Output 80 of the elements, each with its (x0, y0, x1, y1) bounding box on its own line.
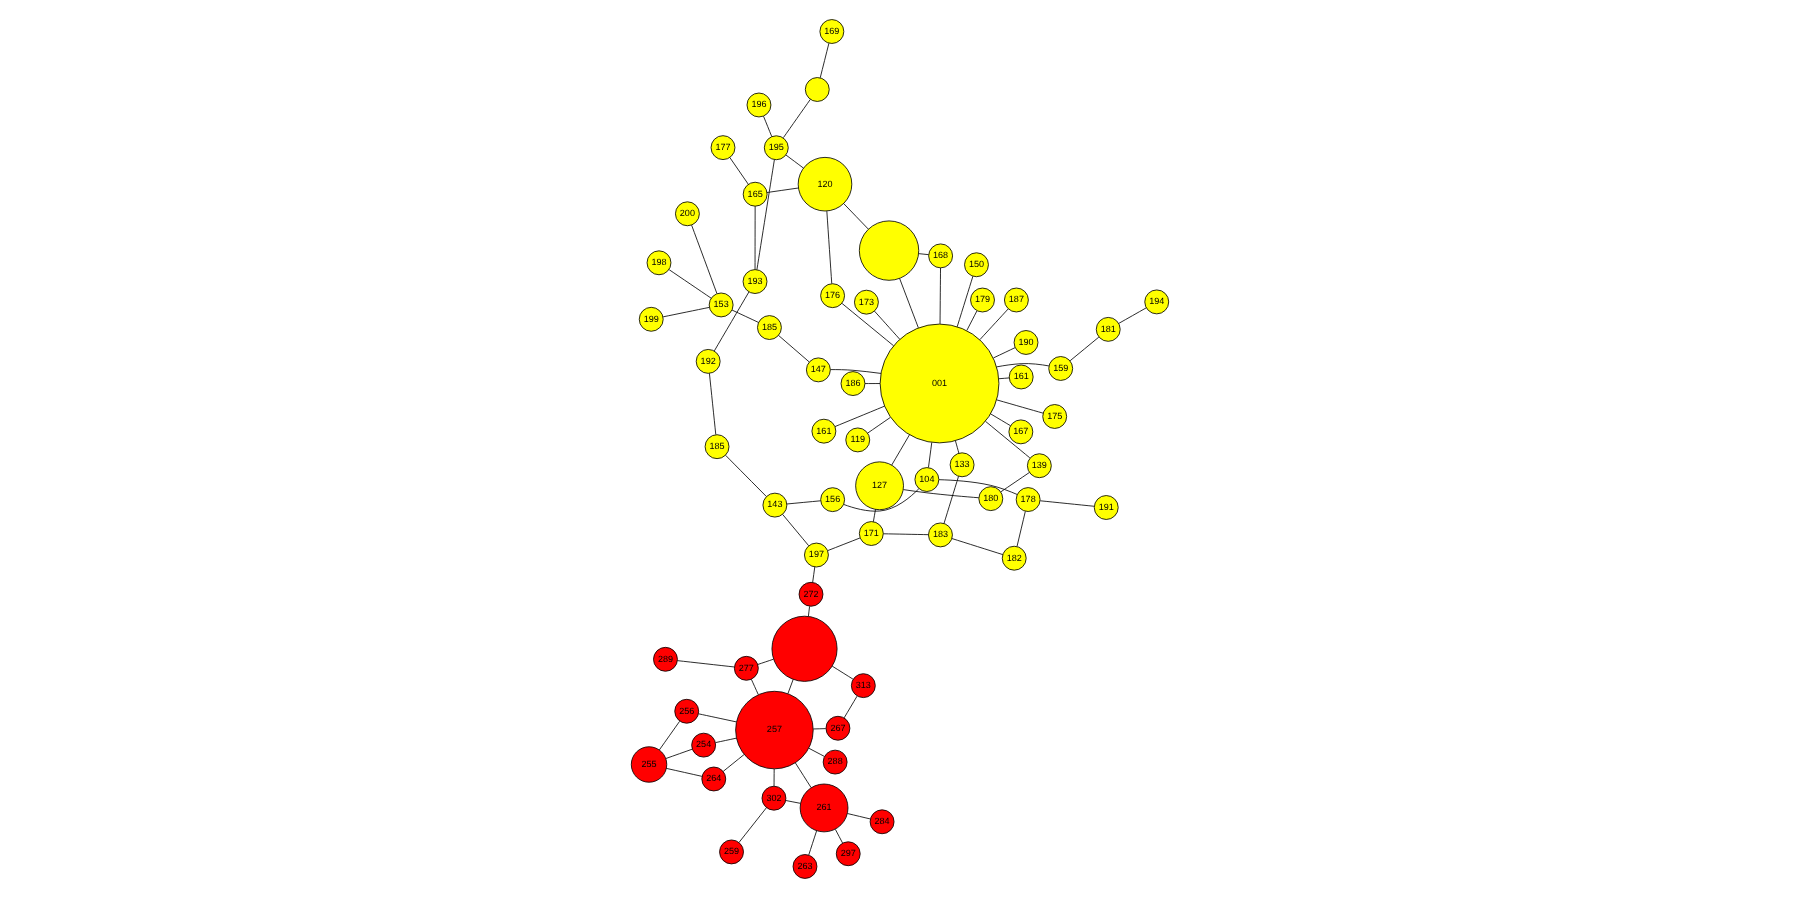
connector (786, 500, 822, 505)
connector (928, 442, 933, 468)
connector (831, 665, 854, 680)
connector (993, 347, 1016, 359)
connector (903, 489, 980, 499)
connector (990, 413, 1011, 427)
connector (812, 566, 816, 583)
connector (756, 159, 775, 271)
connector (691, 224, 718, 294)
connector (1016, 511, 1026, 547)
connector (763, 115, 773, 137)
connector (985, 420, 1031, 459)
connector (979, 308, 1009, 341)
connector (939, 267, 941, 325)
connector (668, 269, 712, 299)
connector (698, 713, 737, 723)
connector (722, 754, 745, 772)
connector (766, 187, 799, 193)
connector (872, 509, 876, 523)
connector (1069, 336, 1100, 362)
connector (754, 205, 756, 270)
connector (874, 310, 901, 340)
connector (1000, 472, 1030, 493)
connector (826, 210, 833, 284)
connector (1039, 500, 1095, 507)
connector (778, 335, 810, 363)
connector (899, 278, 919, 329)
connector (666, 767, 703, 777)
connector (787, 679, 794, 694)
connector (785, 800, 801, 804)
node-circle (858, 220, 920, 281)
connector (773, 768, 775, 787)
connector (834, 828, 844, 844)
connector (882, 533, 929, 536)
connector (738, 807, 767, 843)
connector (834, 405, 885, 427)
connector (966, 310, 978, 331)
connector (729, 157, 749, 185)
connector (998, 377, 1010, 380)
connector (996, 363, 1050, 368)
connector (864, 383, 881, 384)
connector (750, 678, 759, 695)
connector (725, 454, 767, 497)
connector (827, 537, 861, 551)
connector (819, 42, 830, 79)
connector (938, 479, 1018, 495)
connector (843, 695, 858, 719)
connector (996, 399, 1044, 414)
connector (956, 275, 974, 328)
connector (783, 98, 811, 139)
connector (795, 762, 812, 788)
connector (808, 606, 810, 617)
connector (843, 488, 920, 512)
connector (665, 748, 693, 759)
connector (808, 830, 817, 856)
connector (812, 728, 827, 730)
connector (731, 309, 759, 323)
connector (785, 154, 804, 169)
node-circle (771, 615, 838, 682)
connector (943, 476, 959, 524)
connector (951, 538, 1004, 555)
connector (867, 417, 891, 434)
connector (891, 434, 910, 466)
connector (715, 737, 737, 743)
connector (658, 720, 681, 751)
connector (713, 291, 750, 352)
connector (918, 253, 930, 256)
connector (847, 813, 871, 820)
connector (782, 514, 810, 547)
connector (843, 203, 869, 230)
connector (808, 747, 825, 757)
node-circle (804, 77, 830, 102)
connector (830, 369, 882, 374)
connector (955, 440, 960, 454)
connector (677, 660, 735, 668)
connector (709, 372, 717, 435)
connector (757, 658, 774, 665)
connector (841, 303, 894, 347)
connector (1118, 307, 1147, 324)
connector (662, 306, 710, 318)
